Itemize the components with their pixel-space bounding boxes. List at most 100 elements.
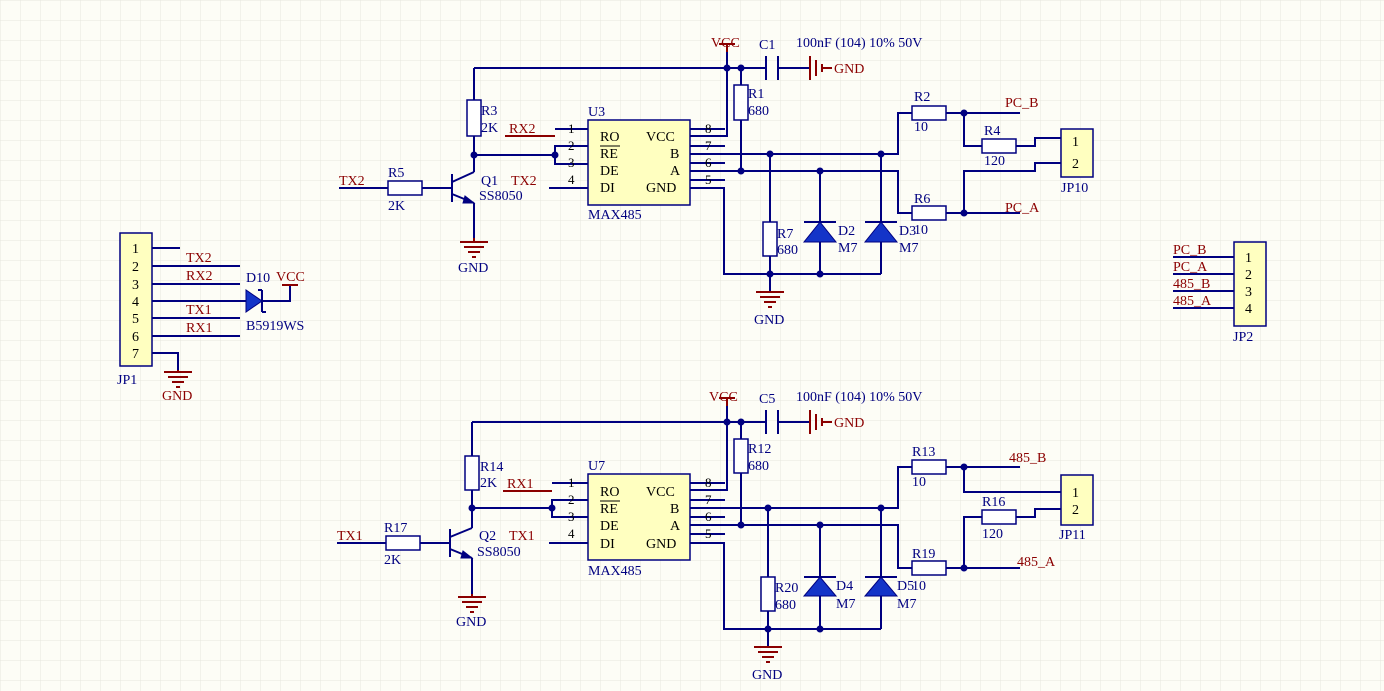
capacitor-c5: C5 100nF (104) 10% 50V bbox=[759, 390, 922, 434]
ic-u3-max485: U3 MAX485 1 2 3 4 8 7 6 5 RO RE DE DI VC… bbox=[555, 105, 725, 223]
connector-jp2: 1 2 3 4 JP2 PC_B PC_A 485_B 485_A bbox=[1173, 241, 1267, 345]
gnd-symbol-bridge: GND bbox=[754, 291, 784, 328]
junction-dot bbox=[816, 521, 824, 529]
transistor-q1: Q1 SS8050 bbox=[451, 171, 523, 204]
resistor-r5: R5 2K bbox=[387, 166, 423, 214]
schematic-label: TX1 bbox=[186, 303, 212, 318]
bottom-channel: C5 100nF (104) 10% 50V GND VCC R14 2K R1… bbox=[337, 390, 1094, 683]
schematic-label: A bbox=[670, 164, 681, 179]
schematic-label: 2 bbox=[1245, 268, 1252, 283]
schematic-label: MAX485 bbox=[588, 564, 642, 579]
schematic-stroke bbox=[449, 527, 473, 538]
resistor-r14: R14 2K bbox=[464, 455, 503, 491]
vcc-label: VCC bbox=[711, 36, 740, 51]
schematic-label: 5 bbox=[132, 312, 139, 327]
schematic-label: MAX485 bbox=[588, 208, 642, 223]
schematic-stroke bbox=[258, 285, 291, 313]
schematic-label: RE bbox=[600, 502, 618, 517]
schematic-label: 1 bbox=[132, 242, 139, 257]
net-label-rx2: RX2 bbox=[509, 122, 535, 137]
resistor-r2: R2 10 bbox=[911, 90, 947, 135]
vcc-label: VCC bbox=[709, 390, 738, 405]
schematic-stroke bbox=[152, 247, 240, 370]
junction-dot bbox=[877, 504, 885, 512]
schematic-stroke bbox=[802, 576, 838, 597]
schematic-label: 5 bbox=[705, 172, 712, 187]
resistor-r4: R4 120 bbox=[981, 124, 1017, 169]
schematic-label: 5 bbox=[705, 526, 712, 541]
junction-dot bbox=[877, 150, 885, 158]
schematic-label: R12 bbox=[748, 442, 771, 457]
schematic-stroke bbox=[387, 180, 423, 196]
junction-dot bbox=[470, 151, 478, 159]
schematic-label: 4 bbox=[1245, 302, 1252, 317]
schematic-label: 6 bbox=[705, 155, 712, 170]
resistor-r16: R16 120 bbox=[981, 495, 1017, 542]
resistor-r1: R1 680 bbox=[733, 84, 769, 121]
schematic-label: 1 bbox=[568, 475, 575, 490]
junction-dot bbox=[551, 151, 559, 159]
schematic-label: 485_B bbox=[1173, 277, 1210, 292]
schematic-label: A bbox=[670, 519, 681, 534]
junction-dot bbox=[816, 270, 824, 278]
connector-jp11: 1 2 JP11 bbox=[1059, 474, 1094, 543]
gnd-symbol-q1: GND bbox=[458, 238, 488, 276]
schematic-label: 100nF (104) 10% 50V bbox=[796, 36, 922, 51]
schematic-label: M7 bbox=[899, 241, 918, 256]
schematic-label: VCC bbox=[276, 270, 305, 285]
schematic-label: R5 bbox=[388, 166, 404, 181]
schematic-label: 3 bbox=[1245, 285, 1252, 300]
schematic-label: 3 bbox=[568, 509, 575, 524]
schematic-stroke bbox=[760, 576, 776, 612]
schematic-stroke bbox=[119, 232, 153, 367]
schematic-label: R3 bbox=[481, 104, 497, 119]
schematic-stroke bbox=[552, 482, 725, 535]
schematic-stroke bbox=[245, 289, 263, 313]
schematic-stroke bbox=[451, 171, 475, 183]
net-label-rx1: RX1 bbox=[507, 477, 533, 492]
schematic-label: GND bbox=[646, 537, 676, 552]
gnd-symbol-c1: GND bbox=[809, 56, 864, 80]
net-label-tx2-in: TX2 bbox=[339, 174, 365, 189]
schematic-label: 10 bbox=[912, 475, 926, 490]
schematic-label: GND bbox=[456, 615, 486, 630]
schematic-label: 1 bbox=[1072, 486, 1079, 501]
schematic-label: RX2 bbox=[186, 269, 212, 284]
schematic-stroke bbox=[911, 205, 947, 221]
diode-d5: D5 M7 bbox=[863, 576, 916, 612]
net-label-tx2-di: TX2 bbox=[511, 174, 537, 189]
gnd-symbol-jp1: GND bbox=[162, 370, 192, 404]
schematic-stroke bbox=[911, 105, 947, 121]
schematic-label: 1 bbox=[1072, 135, 1079, 150]
schematic-label: GND bbox=[752, 668, 782, 683]
schematic-stroke bbox=[802, 221, 838, 243]
schematic-label: JP11 bbox=[1059, 528, 1086, 543]
schematic-stroke bbox=[1173, 256, 1234, 309]
junction-dot bbox=[723, 64, 731, 72]
gnd-symbol-bridge: GND bbox=[752, 646, 782, 683]
schematic-label: DE bbox=[600, 519, 619, 534]
schematic-label: R6 bbox=[914, 192, 930, 207]
schematic-label: M7 bbox=[838, 241, 857, 256]
schematic-label: Q2 bbox=[479, 529, 496, 544]
schematic-stroke bbox=[719, 43, 832, 69]
schematic-stroke bbox=[460, 550, 474, 559]
schematic-label: 3 bbox=[568, 155, 575, 170]
schematic-label: 680 bbox=[748, 104, 769, 119]
schematic-label: VCC bbox=[646, 130, 675, 145]
resistor-r12: R12 680 bbox=[733, 438, 771, 474]
schematic-stroke bbox=[555, 128, 725, 181]
schematic-stroke bbox=[863, 221, 899, 243]
schematic-label: 2 bbox=[568, 138, 575, 153]
schematic-label: DI bbox=[600, 537, 615, 552]
diode-d2: D2 M7 bbox=[802, 221, 857, 256]
junction-dot bbox=[764, 504, 772, 512]
junction-dot bbox=[766, 270, 774, 278]
schematic-label: 2 bbox=[568, 492, 575, 507]
schematic-label: 100nF (104) 10% 50V bbox=[796, 390, 922, 405]
schematic-label: 1 bbox=[568, 121, 575, 136]
schematic-label: 680 bbox=[777, 243, 798, 258]
diode-d4: D4 M7 bbox=[802, 576, 855, 612]
schematic-stroke bbox=[385, 535, 421, 551]
